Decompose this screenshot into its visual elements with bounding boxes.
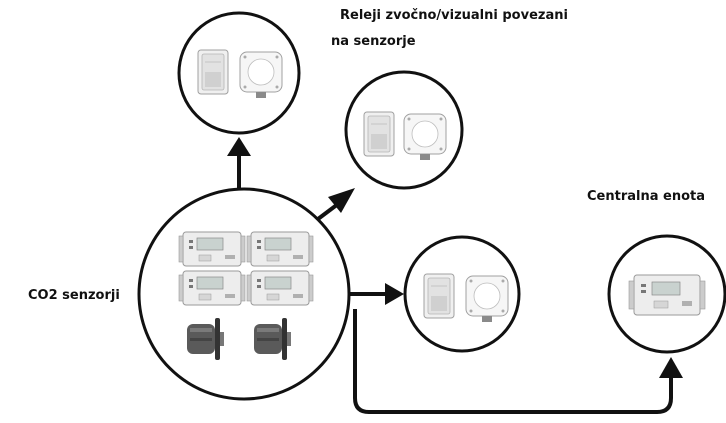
connector-to-central-unit — [353, 309, 683, 414]
junction-box-icon — [239, 51, 283, 99]
sensor-probe-icon — [254, 318, 291, 360]
sensor-unit-icon — [246, 231, 314, 267]
connector-to-upper-right-relays — [312, 188, 355, 224]
relay-box-icon — [363, 111, 395, 157]
relay-group-top-circle — [177, 11, 301, 135]
connector-to-right-relays — [346, 283, 404, 305]
co2-sensors-label: CO2 senzorji — [28, 288, 120, 303]
relay-box-icon — [197, 49, 229, 95]
relay-box-icon — [423, 273, 455, 319]
junction-box-icon — [403, 113, 447, 161]
junction-box-icon — [465, 275, 509, 323]
sensor-unit-icon — [178, 270, 246, 306]
sensor-probe-icon — [187, 318, 224, 360]
relays-label-line2: na senzorje — [331, 34, 416, 49]
sensor-unit-icon — [178, 231, 246, 267]
connector-to-top-relays — [227, 137, 251, 190]
relays-label-line1: Releji zvočno/vizualni povezani — [340, 8, 568, 23]
control-unit-icon — [628, 274, 706, 316]
sensor-unit-icon — [246, 270, 314, 306]
central-unit-label: Centralna enota — [587, 189, 706, 204]
relay-group-right-circle — [403, 235, 521, 353]
